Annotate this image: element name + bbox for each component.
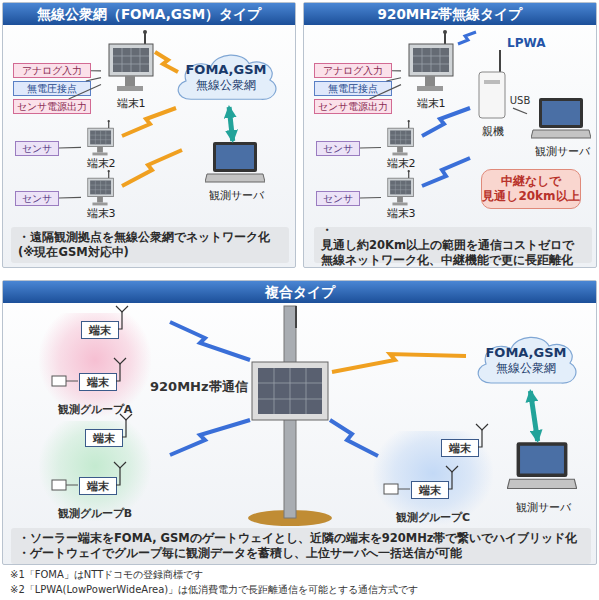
node-label: アナログ入力 [22, 65, 82, 77]
device: 観測サーバ [501, 441, 585, 515]
node-label: 端末 [419, 483, 441, 498]
observation-group: 観測グループA端末端末 [39, 313, 151, 417]
note-text: ・遠隔観測拠点を無線公衆網でネットワーク化 (※現在GSM対応中) [18, 230, 282, 260]
annotation: 920MHz帯通信 [150, 378, 248, 396]
input-tag: センサ [316, 141, 360, 156]
node-label: 端末3 [87, 206, 116, 221]
node-label: 端末1 [417, 96, 446, 111]
panel: 無線公衆網（FOMA,GSM）タイプアナログ入力無電圧接点センサ電源出力 端末1 F… [2, 2, 296, 268]
input-tag: 無電圧接点 [314, 81, 392, 96]
footnote: ※2「LPWA(LowPowerWideArea)」は低消費電力で長距離通信を可… [10, 583, 418, 597]
node-label: 端末2 [387, 156, 416, 171]
node-label: センサ [323, 143, 353, 155]
node-label: センサ電源出力 [17, 101, 87, 113]
device: 親機 [473, 61, 513, 139]
input-tag: センサ [15, 141, 59, 156]
node-label: FOMA,GSM [485, 345, 566, 360]
device: 観測サーバ [201, 141, 271, 203]
edge-label: USB [510, 95, 531, 106]
node-label: 中継なしで 見通し20km以上 [482, 174, 580, 204]
device: 端末2 [381, 123, 421, 171]
node-label: 親機 [482, 124, 504, 139]
observation-group: 観測グループC端末端末 [373, 431, 493, 525]
node-label: FOMA,GSM [185, 62, 266, 77]
device: 観測サーバ [527, 97, 597, 159]
node-label: アナログ入力 [323, 65, 383, 77]
terminal-box: 端末 [441, 439, 479, 457]
terminal-box: 端末 [85, 429, 123, 447]
panel-heading: 無線公衆網（FOMA,GSM）タイプ [3, 3, 295, 25]
node-label: 観測グループB [58, 506, 132, 521]
input-tag: 無電圧接点 [13, 81, 91, 96]
node-label: 端末 [449, 441, 471, 456]
network-cloud: FOMA,GSM無線公衆網 [471, 331, 581, 391]
cloud-shape [178, 55, 276, 99]
note-text: ・ゲートウェイでグループ毎に観測データを蓄積し、上位サーバへ一括送信が可能 [18, 546, 584, 561]
node-label: センサ [323, 193, 353, 205]
node-label: センサ電源出力 [318, 101, 388, 113]
annotation: LPWA [507, 36, 545, 50]
note-text: ・ソーラー端末をFOMA, GSMのゲートウェイとし、近隣の端末を920MHz帯… [18, 531, 584, 546]
device: 端末1 [101, 31, 161, 111]
panel-heading: 複合タイプ [3, 281, 596, 303]
input-tag: センサ電源出力 [13, 99, 91, 114]
node-label: 無線公衆網 [196, 77, 256, 94]
observation-group: 観測グループB端末端末 [39, 421, 151, 521]
terminal-box: 端末 [411, 481, 449, 499]
device: 端末2 [81, 123, 121, 171]
input-tag: センサ電源出力 [314, 99, 392, 114]
node-label: 観測サーバ [535, 144, 590, 159]
device: 端末1 [401, 31, 461, 111]
node-label: 観測グループA [58, 402, 133, 417]
cloud-shape [478, 337, 576, 383]
panel: 複合タイプ観測グループA端末端末観測グループB端末端末観測グループC端末端末FO… [2, 280, 597, 565]
panel: 920MHz帯無線タイプアナログ入力無電圧接点センサ電源出力 端末1 親機観測サーバ… [303, 2, 597, 268]
note-text: ・見通し約20Km以上の範囲を通信コストゼロで 無線ネットワーク化、中継機能で更… [321, 223, 585, 268]
node-label: 端末 [87, 375, 109, 390]
node-label: 無電圧接点 [27, 83, 77, 95]
node-label: 無線公衆網 [496, 360, 556, 377]
network-cloud: FOMA,GSM無線公衆網 [171, 49, 281, 107]
node-label: 無電圧接点 [328, 83, 378, 95]
device: 端末3 [81, 173, 121, 221]
panel-heading: 920MHz帯無線タイプ [304, 3, 596, 25]
terminal-box: 端末 [79, 373, 117, 391]
note-box: ・見通し約20Km以上の範囲を通信コストゼロで 無線ネットワーク化、中継機能で更… [314, 227, 592, 263]
node-label: センサ [22, 193, 52, 205]
node-label: 端末 [89, 323, 111, 338]
input-tag: アナログ入力 [13, 63, 91, 78]
node-label: 端末2 [87, 156, 116, 171]
terminal-box: 端末 [79, 477, 117, 495]
callout-bubble: 中継なしで 見通し20km以上 [481, 169, 581, 209]
note-box: ・ソーラー端末をFOMA, GSMのゲートウェイとし、近隣の端末を920MHz帯… [11, 528, 591, 564]
node-label: 端末1 [117, 96, 146, 111]
node-label: 観測サーバ [209, 188, 264, 203]
node-label: 端末3 [387, 206, 416, 221]
node-label: 端末 [93, 431, 115, 446]
node-label: 端末 [87, 479, 109, 494]
node-label: センサ [22, 143, 52, 155]
input-tag: センサ [15, 191, 59, 206]
node-label: 観測グループC [396, 510, 470, 525]
device: 端末3 [381, 173, 421, 221]
input-tag: アナログ入力 [314, 63, 392, 78]
node-label: 観測サーバ [516, 500, 571, 515]
input-tag: センサ [316, 191, 360, 206]
note-box: ・遠隔観測拠点を無線公衆網でネットワーク化 (※現在GSM対応中) [11, 227, 289, 263]
footnote: ※1「FOMA」はNTTドコモの登録商標です [10, 568, 203, 582]
terminal-box: 端末 [81, 321, 119, 339]
